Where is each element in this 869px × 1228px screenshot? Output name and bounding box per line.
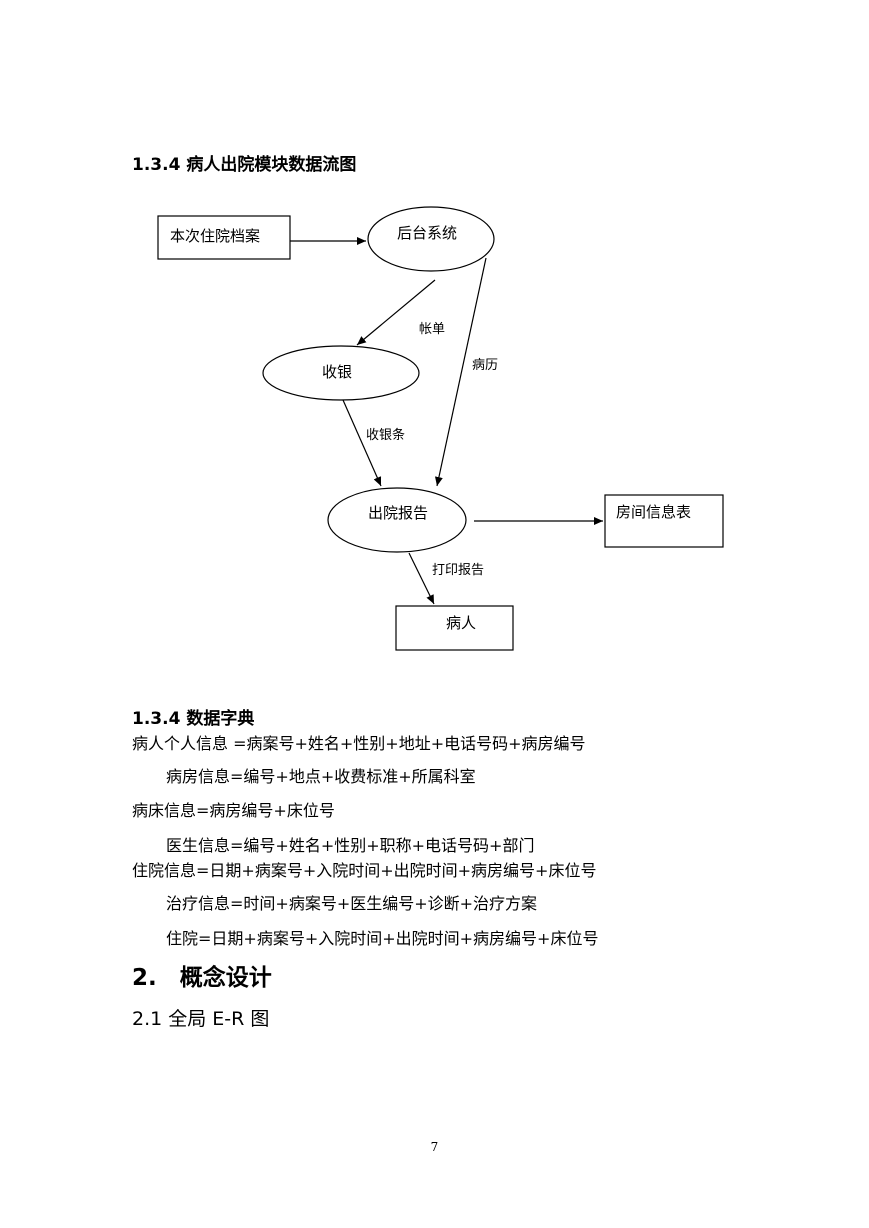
flow-label-bill: 帐单 [419,322,445,337]
node-report-ellipse [327,487,467,553]
data-flow-diagram: 本次住院档案 后台系统 收银 出院报告 房间信息表 病人 帐单 病历 收银条 打… [157,206,724,651]
arrow-backend-to-cashier [356,279,436,346]
dict-entry: 住院=日期+病案号+入院时间+出院时间+病房编号+床位号 [166,929,599,948]
arrow-backend-to-report [434,257,487,487]
node-archive-label: 本次住院档案 [170,227,260,245]
node-cashier-label: 收银 [322,363,352,381]
flow-label-print-report: 打印报告 [432,563,484,578]
dict-entry: 治疗信息=时间+病案号+医生编号+诊断+治疗方案 [166,894,538,913]
node-report-label: 出院报告 [368,504,428,522]
node-room-table-label: 房间信息表 [616,503,691,521]
section-title-concept: 2. 概念设计 [132,965,272,991]
node-backend-label: 后台系统 [397,224,457,242]
section-title-dictionary: 1.3.4 数据字典 [132,709,255,729]
node-patient-box [395,605,514,651]
node-cashier-ellipse [262,345,420,401]
node-archive-box [157,215,291,260]
flow-label-record: 病历 [472,358,498,373]
node-backend-ellipse [367,206,495,272]
section-title-er: 2.1 全局 E-R 图 [132,1008,270,1030]
page-number: 7 [430,1140,439,1154]
flow-label-receipt: 收银条 [366,427,405,443]
arrow-report-to-patient [408,552,435,605]
dict-entry: 住院信息=日期+病案号+入院时间+出院时间+病房编号+床位号 [132,861,597,880]
node-room-table-box [604,494,724,548]
dict-entry: 医生信息=编号+姓名+性别+职称+电话号码+部门 [166,836,535,855]
dict-entry: 病人个人信息 =病案号+姓名+性别+地址+电话号码+病房编号 [132,734,586,753]
dict-entry: 病房信息=编号+地点+收费标准+所属科室 [166,767,476,786]
section-title-dfd: 1.3.4 病人出院模块数据流图 [132,155,357,175]
arrow-cashier-to-report [342,399,382,487]
node-patient-label: 病人 [446,614,476,632]
dict-entry: 病床信息=病房编号+床位号 [132,801,335,820]
